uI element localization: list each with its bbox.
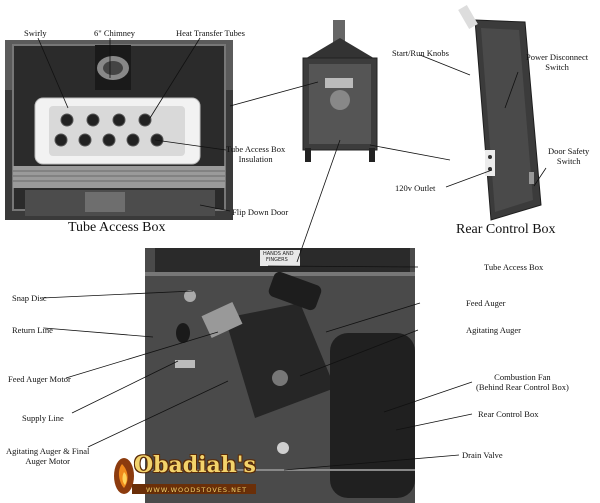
label-combustion-fan: Combustion Fan (Behind Rear Control Box)	[476, 372, 569, 392]
label-supply-line: Supply Line	[22, 413, 64, 423]
logo-name: Obadiah's	[134, 452, 256, 478]
label-snap-disc: Snap Disc	[12, 293, 47, 303]
label-door-safety-switch: Door Safety Switch	[548, 146, 589, 166]
label-tube-access-box-insulation-line2: Insulation	[238, 154, 273, 164]
label-agitating-final-auger-motor: Agitating Auger & Final Auger Motor	[6, 446, 89, 466]
label-120v-outlet: 120v Outlet	[395, 183, 436, 193]
label-flip-down-door: Flip Down Door	[232, 207, 289, 217]
label-tube-access-box-insulation-line1: Tube Access Box	[226, 144, 286, 154]
label-combustion-fan-line1: Combustion Fan	[494, 372, 551, 382]
label-return-line: Return Line	[12, 325, 53, 335]
label-agitating-auger: Agitating Auger	[466, 325, 522, 335]
label-tube-access-box-insulation: Tube Access Box Insulation	[226, 144, 285, 164]
rear-control-box-photo	[455, 0, 545, 225]
label-door-safety-line1: Door Safety	[548, 146, 590, 156]
logo-url: WWW.WOODSTOVES.NET	[146, 486, 248, 494]
label-start-run-knobs: Start/Run Knobs	[392, 48, 449, 58]
label-swirly: Swirly	[24, 28, 47, 38]
hands-sticker-line2: FINGERS	[266, 257, 288, 263]
label-rear-control-box-b: Rear Control Box	[478, 409, 539, 419]
label-feed-auger: Feed Auger	[466, 298, 506, 308]
label-chimney: 6" Chimney	[94, 28, 136, 38]
label-power-disconnect-line1: Power Disconnect	[526, 52, 589, 62]
caption-rear-control-box: Rear Control Box	[456, 222, 556, 237]
caption-tube-access-box: Tube Access Box	[68, 220, 166, 235]
tube-access-box-photo	[5, 40, 233, 220]
label-power-disconnect: Power Disconnect Switch	[526, 52, 588, 72]
hands-sticker-line1: HANDS AND	[263, 251, 294, 257]
label-drain-valve: Drain Valve	[462, 450, 503, 460]
label-power-disconnect-line2: Switch	[545, 62, 569, 72]
label-feed-auger-motor: Feed Auger Motor	[8, 374, 71, 384]
stove-rear-photo	[295, 20, 385, 165]
label-combustion-fan-line2: (Behind Rear Control Box)	[476, 382, 569, 392]
label-agitating-final-line1: Agitating Auger & Final	[6, 446, 90, 456]
label-tube-access-box-b: Tube Access Box	[484, 262, 544, 272]
label-door-safety-line2: Switch	[556, 156, 581, 166]
label-agitating-final-line2: Auger Motor	[25, 456, 70, 466]
obadiahs-logo-icon	[114, 458, 256, 494]
label-heat-transfer-tubes: Heat Transfer Tubes	[176, 28, 245, 38]
